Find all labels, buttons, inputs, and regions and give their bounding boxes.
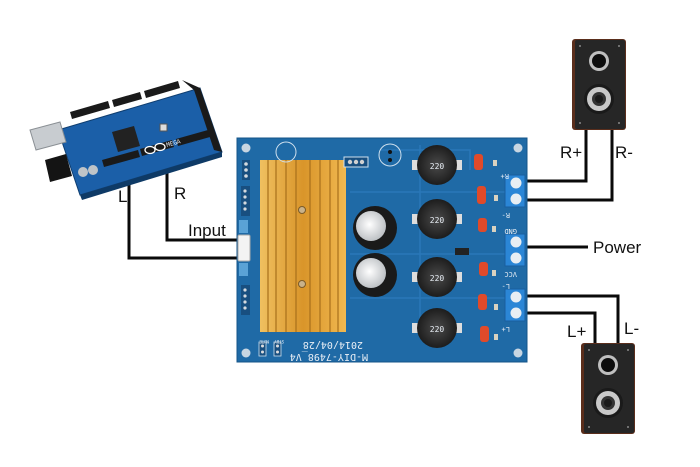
input-connector bbox=[237, 220, 251, 276]
inductor-2: 220 bbox=[412, 199, 462, 239]
arduino-logo: MEGA bbox=[144, 138, 182, 155]
wire-right-plus bbox=[520, 128, 588, 183]
wire-left-plus bbox=[520, 311, 597, 345]
amplifier-board: 220 220 220 220 bbox=[236, 137, 528, 363]
label-right-plus: R+ bbox=[560, 143, 582, 162]
silk-l-minus: L- bbox=[502, 282, 510, 290]
capacitor-bottom bbox=[353, 253, 397, 297]
silk-vcc: VCC bbox=[504, 270, 517, 278]
wire-right-channel bbox=[165, 170, 245, 242]
silk-l-plus: L+ bbox=[502, 325, 510, 333]
inductor-1-marking: 220 bbox=[430, 162, 445, 171]
label-right-minus: R- bbox=[615, 143, 633, 162]
wire-left-minus bbox=[520, 294, 620, 345]
inductor-2-marking: 220 bbox=[430, 216, 445, 225]
terminal-power bbox=[504, 233, 526, 267]
inductor-1: 220 bbox=[412, 145, 462, 185]
label-power: Power bbox=[593, 238, 642, 257]
wires bbox=[127, 128, 620, 345]
inductor-3-marking: 220 bbox=[430, 274, 445, 283]
terminal-left-output bbox=[504, 288, 526, 322]
arduino-logo-text: MEGA bbox=[166, 138, 182, 149]
silk-date: 2014/04/28 bbox=[303, 339, 363, 350]
heatsink bbox=[260, 160, 346, 332]
svg-text:STBY: STBY bbox=[274, 339, 284, 344]
label-left-minus: L- bbox=[624, 319, 639, 338]
wire-right-minus bbox=[520, 128, 614, 202]
film-capacitors bbox=[474, 154, 489, 342]
inductor-4-marking: 220 bbox=[430, 325, 445, 334]
speaker-right bbox=[572, 39, 626, 130]
terminal-right-output bbox=[504, 174, 526, 208]
microcontroller-chip bbox=[112, 126, 140, 152]
usb-port bbox=[29, 121, 67, 151]
label-left-channel: L bbox=[118, 187, 127, 206]
silk-r-plus: R+ bbox=[501, 172, 509, 180]
silk-r-minus: R- bbox=[502, 211, 510, 219]
svg-text:MUTE: MUTE bbox=[259, 339, 269, 344]
left-headers bbox=[241, 160, 250, 315]
label-left-plus: L+ bbox=[567, 322, 586, 341]
diode bbox=[455, 248, 469, 255]
label-right-channel: R bbox=[174, 184, 186, 203]
label-input: Input bbox=[188, 221, 226, 240]
inductor-4: 220 bbox=[412, 308, 462, 348]
dc-jack bbox=[45, 154, 72, 182]
silk-model: M-DIY-7498_V4 bbox=[290, 351, 368, 362]
speaker-left bbox=[581, 343, 635, 434]
arduino-mega-board: MEGA bbox=[29, 80, 223, 200]
jumper-stby: STBY bbox=[273, 339, 284, 357]
capacitor-top bbox=[353, 206, 397, 250]
wire-left-channel bbox=[127, 172, 245, 260]
inductor-3: 220 bbox=[412, 257, 462, 297]
jumper-mute: MUTE bbox=[258, 339, 269, 357]
silk-gnd: GND bbox=[504, 227, 517, 235]
